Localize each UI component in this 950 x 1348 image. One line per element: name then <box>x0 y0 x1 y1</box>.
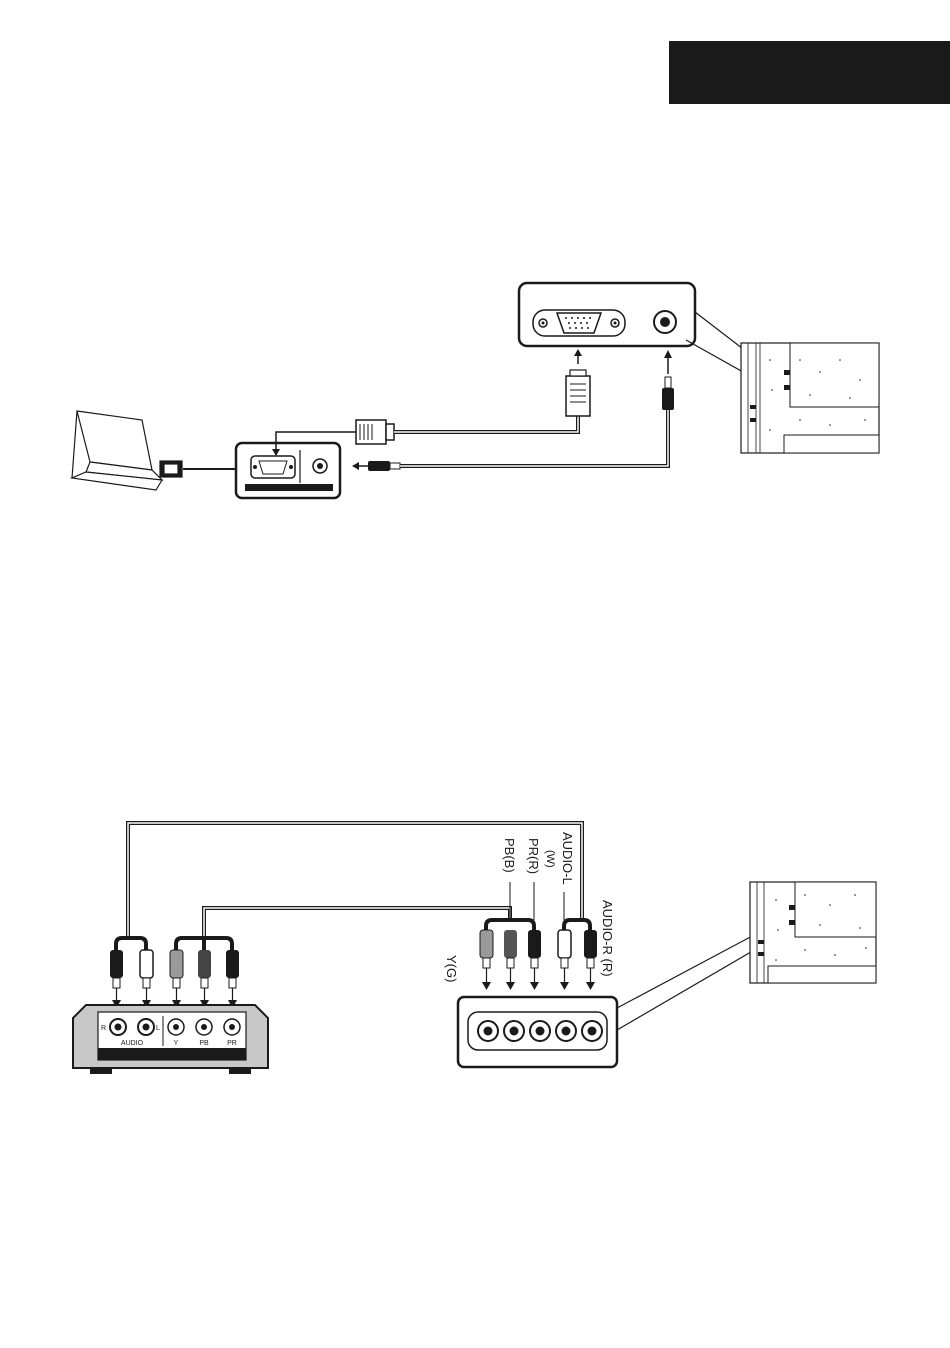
video-cable-loop <box>204 908 510 938</box>
plug-pr <box>226 950 239 988</box>
plug-audio-l-display <box>558 930 571 968</box>
component-connection-diagram: R L AUDIO Y PB PR <box>73 823 876 1074</box>
vga-connection-diagram <box>72 283 879 498</box>
laptop-icon <box>72 411 182 490</box>
display-plugs <box>480 882 597 990</box>
cable-label-y: Y(G) <box>444 955 459 982</box>
source-plugs <box>110 950 239 1008</box>
plug-y-display <box>480 930 493 968</box>
plug-audio-l <box>140 950 153 988</box>
source-audio-l-label: L <box>156 1025 160 1032</box>
source-audio-r-label: R <box>101 1025 106 1032</box>
source-pb-label: PB <box>199 1040 209 1047</box>
plug-y <box>170 950 183 988</box>
source-pr-label: PR <box>227 1040 237 1047</box>
cable-label-audio-l: AUDIO-L <box>560 832 575 885</box>
plug-pb <box>198 950 211 988</box>
plug-audio-r-display <box>584 930 597 968</box>
plug-audio-r <box>110 950 123 988</box>
vga-cable <box>272 349 590 456</box>
plug-pb-display <box>504 930 517 968</box>
display-rear-icon <box>741 343 879 453</box>
source-device: R L AUDIO Y PB PR <box>73 1005 268 1074</box>
display-rear-icon-2 <box>750 882 876 983</box>
cable-label-audio-r: AUDIO-R (R) <box>600 900 615 977</box>
laptop-port-panel <box>236 443 340 498</box>
cable-label-pr: PR(R) <box>526 838 541 874</box>
plug-pr-display <box>528 930 541 968</box>
cable-label-audio-l-color: (W) <box>544 850 556 868</box>
source-audio-label: AUDIO <box>121 1040 144 1047</box>
audio-cable <box>352 350 674 471</box>
source-y-label: Y <box>174 1040 179 1047</box>
cable-label-pb: PB(B) <box>502 838 517 873</box>
